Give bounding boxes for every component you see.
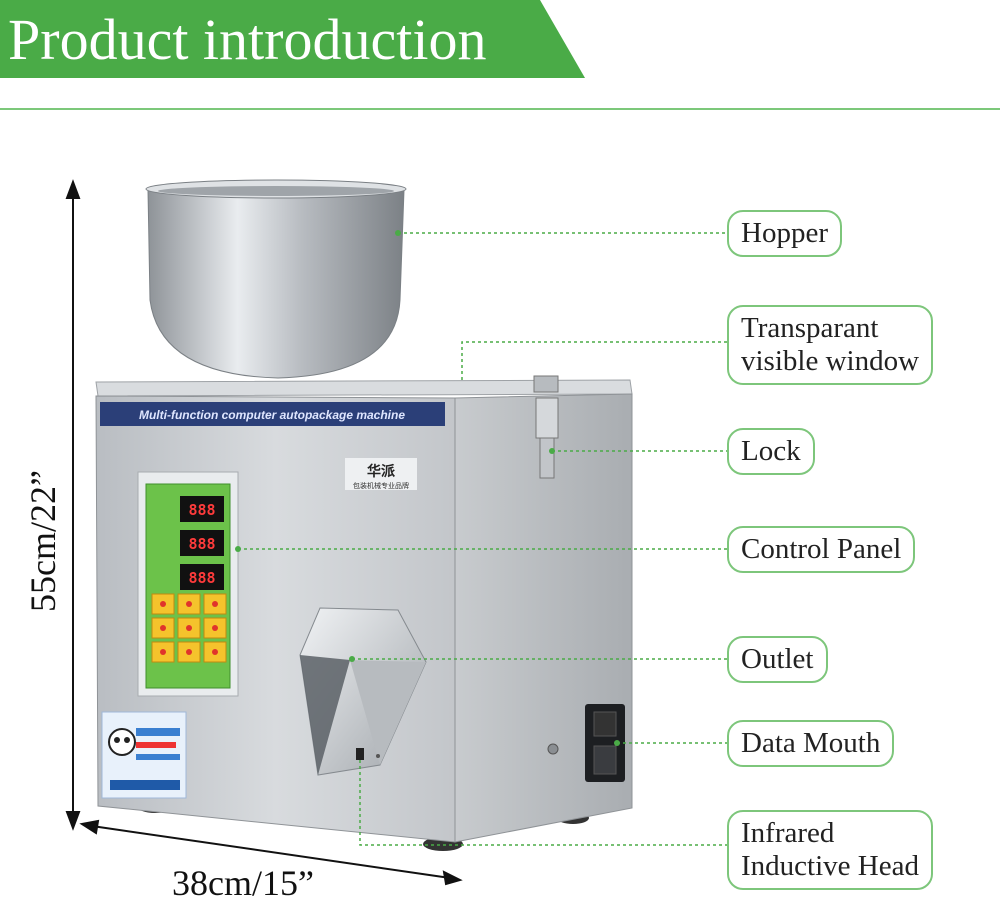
- label-control-panel: Control Panel: [727, 526, 916, 573]
- width-dimension-arrow: [79, 819, 463, 886]
- control-panel: 888 888 888: [137, 471, 239, 697]
- label-infrared-line-2: Inductive Head: [741, 850, 919, 882]
- leader-dot-outlet: [349, 656, 355, 662]
- strip-text: Multi-function computer autopackage mach…: [139, 408, 405, 422]
- infrared-sensor: [356, 748, 364, 760]
- brand-logo: 华派: [367, 463, 396, 480]
- label-lock: Lock: [727, 428, 815, 475]
- display-1: 888: [188, 501, 215, 519]
- label-data-mouth: Data Mouth: [727, 720, 895, 767]
- leader-dot-lock: [549, 448, 555, 454]
- label-window-line-1: Transparant: [741, 312, 879, 344]
- header-strip: [100, 402, 445, 426]
- brand-plate: [345, 458, 417, 490]
- power-socket: [547, 704, 625, 782]
- height-dimension-label: 55cm/22”: [23, 470, 63, 612]
- sensor-dot: [376, 754, 380, 758]
- leader-dot-hopper: [395, 230, 401, 236]
- header-divider: [0, 108, 1000, 110]
- lock-latch: [533, 375, 559, 479]
- label-infrared-head: Infrared Inductive Head: [727, 810, 933, 890]
- height-dimension-arrow: [65, 179, 81, 831]
- leader-dot-control: [235, 546, 241, 552]
- brand-subtitle: 包装机械专业品牌: [353, 481, 409, 490]
- banner-shape: [0, 0, 585, 78]
- display-2: 888: [188, 535, 215, 553]
- leader-window: [461, 341, 727, 380]
- label-window-line-2: visible window: [741, 345, 920, 377]
- outlet-chute: [299, 607, 427, 776]
- header-banner: Product introduction: [0, 0, 585, 78]
- label-hopper: Hopper: [727, 210, 842, 257]
- width-dimension-label: 38cm/15”: [172, 863, 314, 903]
- leader-infrared: [359, 760, 727, 846]
- display-3: 888: [188, 569, 215, 587]
- hopper-bowl: [145, 179, 407, 379]
- mascot-sticker: [101, 711, 187, 799]
- label-infrared-line-1: Infrared: [741, 817, 835, 849]
- leader-dot-data: [614, 740, 620, 746]
- label-outlet: Outlet: [727, 636, 828, 683]
- label-transparent-window: Transparant visible window: [727, 305, 934, 385]
- page-title: Product introduction: [8, 7, 487, 72]
